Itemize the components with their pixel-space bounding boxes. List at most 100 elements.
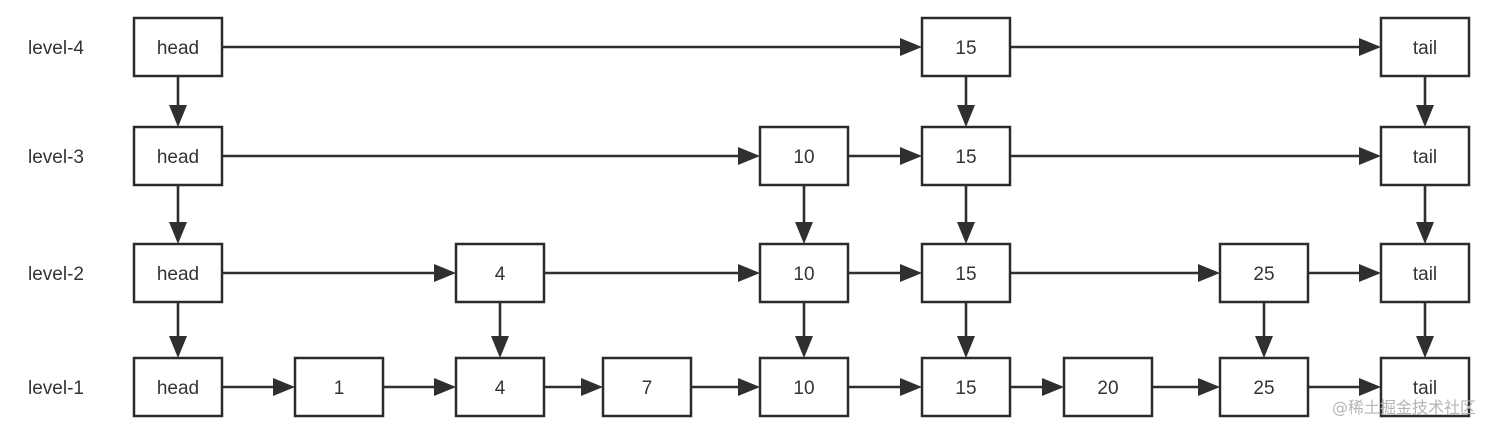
edge-level-3-15-to-tail	[1010, 147, 1381, 165]
edge-level-2-4-to-10	[544, 264, 760, 282]
node-label: 1	[334, 378, 345, 399]
edge-level-2-25-to-tail-arrowhead	[1359, 264, 1381, 282]
node-box	[920, 356, 1012, 418]
edges-group	[169, 38, 1434, 396]
edge-down-level-2-15	[957, 302, 975, 358]
node-label: 10	[793, 378, 814, 399]
level-label-level-2: level-2	[28, 264, 84, 285]
edge-level-1-25-to-tail-arrowhead	[1359, 378, 1381, 396]
node-level-3-10: 10	[758, 125, 850, 187]
edge-level-3-10-to-15-arrowhead	[900, 147, 922, 165]
edge-down-level-2-head	[169, 302, 187, 358]
node-level-3-15: 15	[920, 125, 1012, 187]
node-label: 10	[793, 264, 814, 285]
edge-level-2-15-to-25	[1010, 264, 1220, 282]
node-box	[920, 242, 1012, 304]
edge-down-level-3-15	[957, 185, 975, 244]
edge-level-1-4-to-7	[544, 378, 603, 396]
edge-down-level-4-head-arrowhead	[169, 105, 187, 127]
node-box	[1062, 356, 1154, 418]
node-level-3-tail: tail	[1379, 125, 1471, 187]
node-label: 25	[1253, 378, 1274, 399]
edge-level-1-15-to-20	[1010, 378, 1064, 396]
edge-level-3-10-to-15	[848, 147, 922, 165]
node-label: 10	[793, 147, 814, 168]
node-box	[758, 242, 850, 304]
edge-down-level-2-10-arrowhead	[795, 336, 813, 358]
edge-down-level-4-15	[957, 76, 975, 127]
node-box	[1379, 125, 1471, 187]
node-box	[132, 356, 224, 418]
edge-down-level-2-tail	[1416, 302, 1434, 358]
node-box	[454, 242, 546, 304]
node-label: head	[157, 147, 199, 168]
node-level-3-head: head	[132, 125, 224, 187]
node-level-1-4: 4	[454, 356, 546, 418]
node-label: 15	[955, 38, 976, 59]
edge-level-1-4-to-7-arrowhead	[581, 378, 603, 396]
edge-level-1-1-to-4	[383, 378, 456, 396]
edge-down-level-2-10	[795, 302, 813, 358]
node-level-2-15: 15	[920, 242, 1012, 304]
level-label-level-3: level-3	[28, 147, 84, 168]
edge-level-1-10-to-15	[848, 378, 922, 396]
node-level-2-tail: tail	[1379, 242, 1471, 304]
edge-level-1-20-to-25	[1152, 378, 1220, 396]
edge-down-level-3-head	[169, 185, 187, 244]
node-label: tail	[1413, 38, 1437, 59]
node-level-2-head: head	[132, 242, 224, 304]
edge-level-4-15-to-tail-arrowhead	[1359, 38, 1381, 56]
edge-down-level-3-head-arrowhead	[169, 222, 187, 244]
edge-down-level-2-4-arrowhead	[491, 336, 509, 358]
node-label: 4	[495, 378, 506, 399]
edge-level-2-25-to-tail	[1308, 264, 1381, 282]
edge-down-level-3-tail	[1416, 185, 1434, 244]
edge-level-3-15-to-tail-arrowhead	[1359, 147, 1381, 165]
edge-level-2-head-to-4-arrowhead	[434, 264, 456, 282]
node-label: 4	[495, 264, 506, 285]
node-level-1-25: 25	[1218, 356, 1310, 418]
edge-level-1-head-to-1-arrowhead	[273, 378, 295, 396]
node-label: tail	[1413, 147, 1437, 168]
edge-level-2-10-to-15-arrowhead	[900, 264, 922, 282]
edge-level-2-4-to-10-arrowhead	[738, 264, 760, 282]
edge-level-1-1-to-4-arrowhead	[434, 378, 456, 396]
edge-down-level-3-15-arrowhead	[957, 222, 975, 244]
node-label: 15	[955, 147, 976, 168]
node-level-4-tail: tail	[1379, 16, 1471, 78]
edge-down-level-2-head-arrowhead	[169, 336, 187, 358]
edge-level-3-head-to-10	[222, 147, 760, 165]
node-label: tail	[1413, 378, 1437, 399]
node-box	[920, 125, 1012, 187]
edge-level-3-head-to-10-arrowhead	[738, 147, 760, 165]
node-level-2-4: 4	[454, 242, 546, 304]
node-level-2-10: 10	[758, 242, 850, 304]
edge-level-4-head-to-15-arrowhead	[900, 38, 922, 56]
node-box	[1379, 356, 1471, 418]
node-level-2-25: 25	[1218, 242, 1310, 304]
node-level-1-head: head	[132, 356, 224, 418]
node-box	[758, 125, 850, 187]
edge-down-level-4-head	[169, 76, 187, 127]
edge-level-1-head-to-1	[222, 378, 295, 396]
node-label: 15	[955, 378, 976, 399]
edge-down-level-2-15-arrowhead	[957, 336, 975, 358]
edge-down-level-3-10	[795, 185, 813, 244]
node-box	[920, 16, 1012, 78]
edge-level-1-7-to-10-arrowhead	[738, 378, 760, 396]
node-label: head	[157, 378, 199, 399]
edge-level-1-15-to-20-arrowhead	[1042, 378, 1064, 396]
edge-down-level-4-15-arrowhead	[957, 105, 975, 127]
node-box	[293, 356, 385, 418]
node-box	[1218, 356, 1310, 418]
node-level-1-20: 20	[1062, 356, 1154, 418]
node-label: 25	[1253, 264, 1274, 285]
node-label: head	[157, 264, 199, 285]
node-level-4-15: 15	[920, 16, 1012, 78]
node-label: 7	[642, 378, 653, 399]
node-box	[132, 242, 224, 304]
node-level-1-1: 1	[293, 356, 385, 418]
level-label-level-1: level-1	[28, 378, 84, 399]
node-label: 20	[1097, 378, 1118, 399]
edge-level-2-15-to-25-arrowhead	[1198, 264, 1220, 282]
